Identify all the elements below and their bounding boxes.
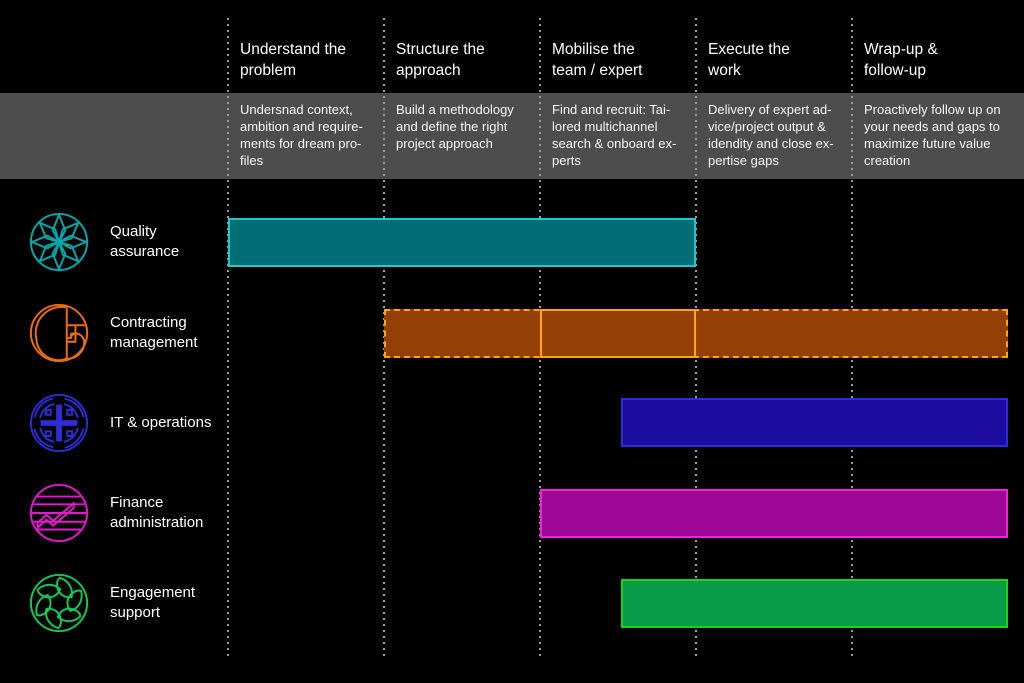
phase-bar [621, 579, 1008, 628]
circuit-cross-icon [29, 393, 89, 453]
column-title: Understand the problem [240, 41, 346, 79]
row-label: Contracting management [110, 314, 198, 351]
row-finance-administration: Finance administration [28, 482, 203, 544]
column-subtitle: Find and recruit: Tai- lored multichanne… [552, 102, 677, 168]
column-subtitle: Undersnad context, ambition and require-… [240, 102, 363, 168]
phase-bar [228, 218, 696, 267]
column-subtitle: Delivery of expert ad- vice/project outp… [708, 102, 834, 168]
chart-lines-icon [29, 483, 89, 543]
row-label: Engagement support [110, 584, 196, 621]
swirl-icon [29, 573, 89, 633]
column-title: Wrap-up & follow-up [864, 41, 938, 79]
phase-bar-highlight-segment [540, 309, 696, 358]
row-label: IT & operations [110, 414, 212, 431]
subtitle-band [0, 93, 1024, 179]
column-subtitle: Proactively follow up on your needs and … [864, 102, 1001, 168]
row-it-operations: IT & operations [28, 392, 211, 454]
phase-bar [621, 398, 1008, 447]
phase-bar [384, 309, 1008, 358]
row-quality-assurance: Quality assurance [28, 211, 179, 273]
column-title: Mobilise the team / expert [552, 41, 643, 79]
row-contracting-management: Contracting management [28, 302, 198, 364]
column-subtitle: Build a methodology and define the right… [396, 102, 514, 151]
row-label: Finance administration [110, 494, 204, 531]
golden-spiral-icon [29, 303, 89, 363]
column-grid-line [227, 18, 229, 658]
row-engagement-support: Engagement support [28, 572, 195, 634]
phase-bar [540, 489, 1008, 538]
column-title: Execute the work [708, 41, 790, 79]
column-title: Structure the approach [396, 41, 485, 79]
star-flower-icon [29, 212, 89, 272]
row-label: Quality assurance [110, 223, 180, 260]
